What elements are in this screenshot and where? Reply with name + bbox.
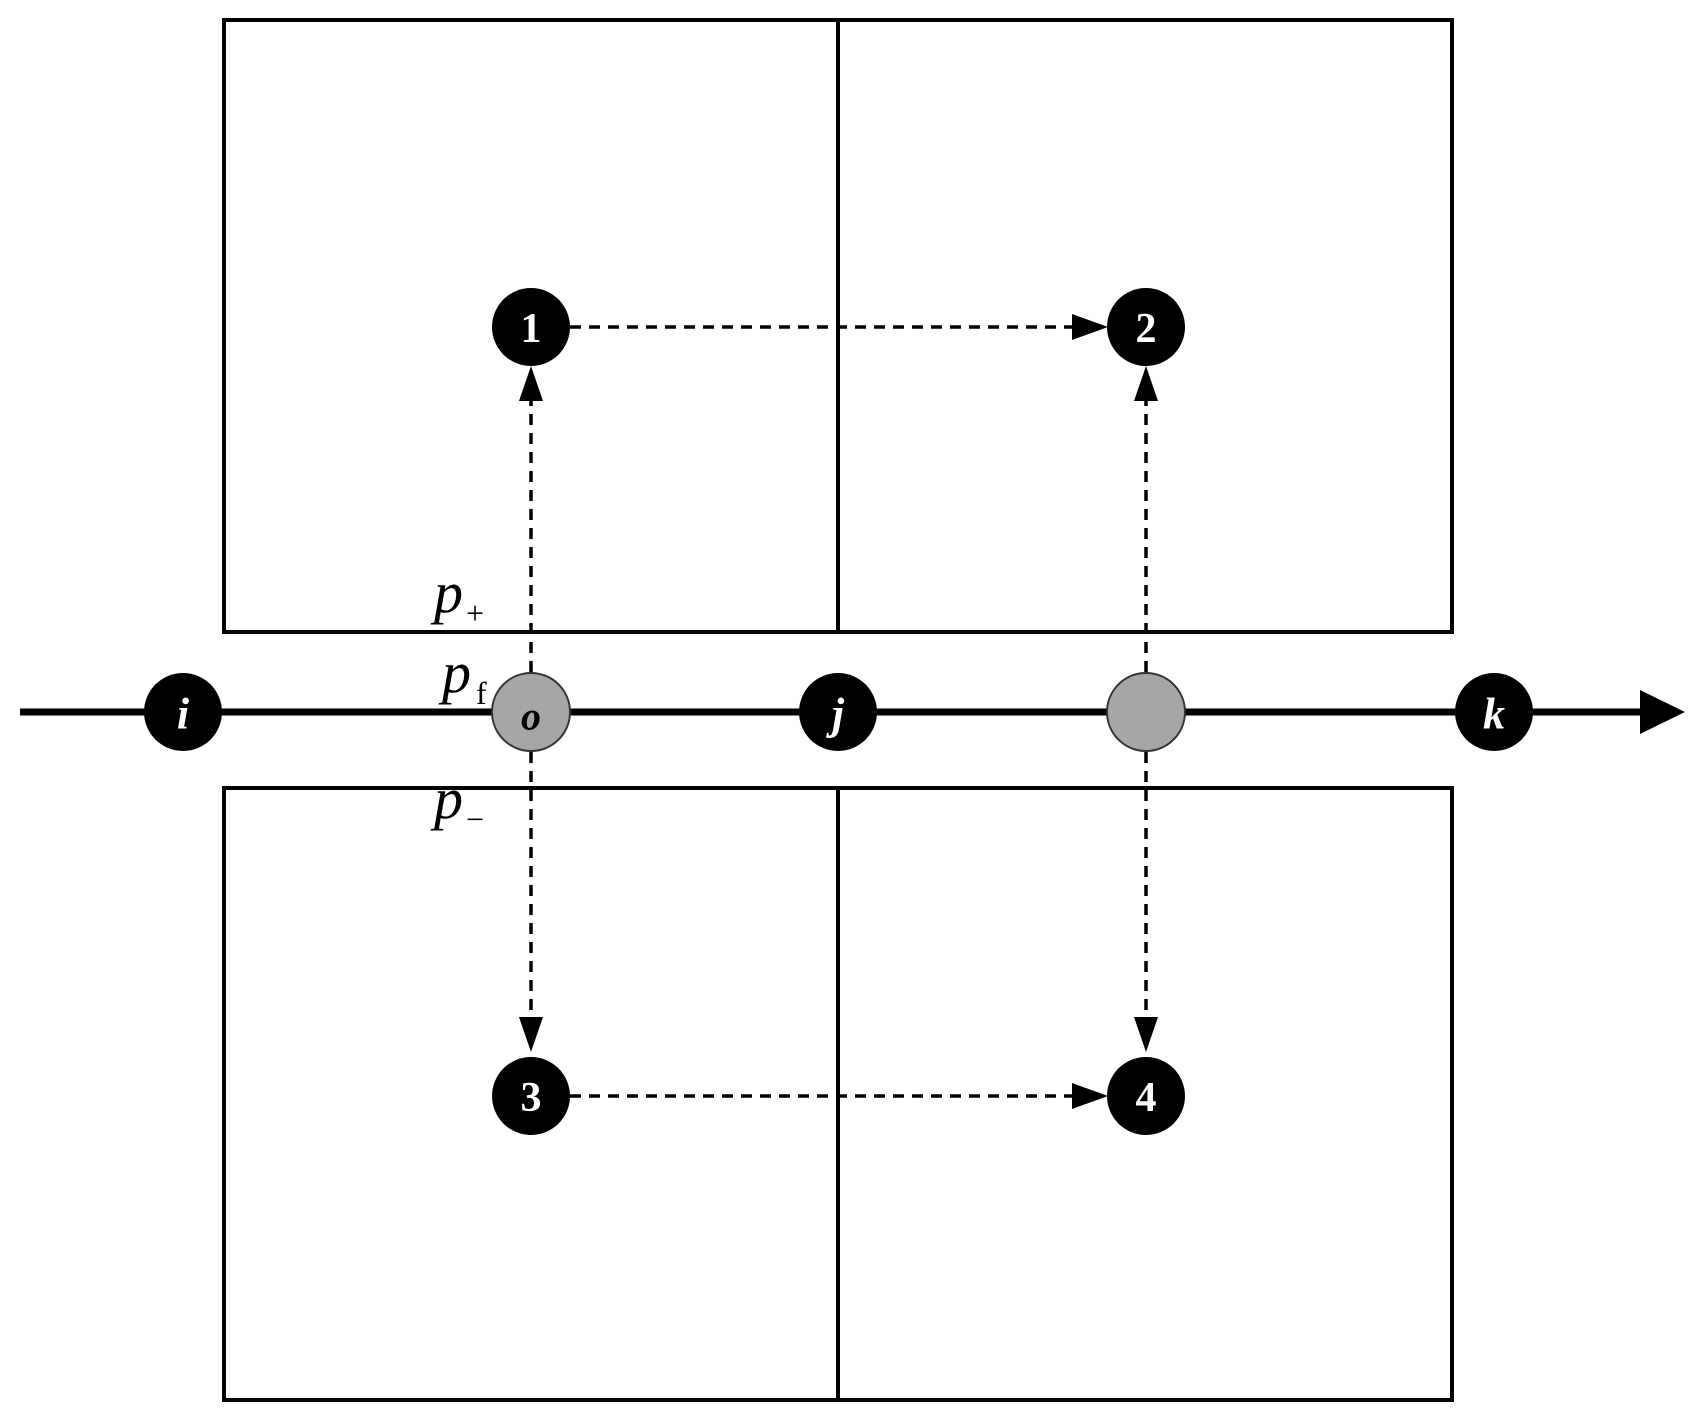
p-plus-label: p + bbox=[430, 560, 484, 631]
p-minus-label: p − bbox=[430, 766, 484, 837]
node-k: k bbox=[1455, 673, 1533, 751]
node-1-label: 1 bbox=[521, 306, 542, 352]
node-2: 2 bbox=[1107, 288, 1185, 366]
p-plus-base: p bbox=[430, 560, 463, 625]
node-interface-right bbox=[1106, 672, 1186, 752]
node-o-label: o bbox=[521, 694, 541, 739]
node-k-label: k bbox=[1483, 690, 1505, 739]
matrix-nodes: 1 2 3 4 bbox=[492, 288, 1185, 1135]
node-3-label: 3 bbox=[521, 1075, 542, 1121]
p-plus-sub: + bbox=[466, 595, 484, 631]
flow-3-to-4-arrowhead bbox=[1072, 1083, 1108, 1109]
node-o: o bbox=[491, 672, 571, 752]
p-minus-base: p bbox=[430, 766, 463, 831]
p-f-sub: f bbox=[476, 675, 487, 711]
pressure-labels: p + p f p − bbox=[430, 560, 487, 837]
flow-right-to-4-arrowhead bbox=[1134, 1017, 1158, 1052]
node-j: j bbox=[799, 673, 877, 751]
node-1: 1 bbox=[492, 288, 570, 366]
p-f-label: p f bbox=[438, 640, 487, 711]
flow-connections bbox=[519, 314, 1158, 1109]
flow-right-to-2-arrowhead bbox=[1134, 366, 1158, 401]
lower-grid-block bbox=[222, 786, 1454, 1402]
node-2-label: 2 bbox=[1136, 306, 1157, 352]
fracture-nodes: i o j k bbox=[144, 672, 1533, 752]
flow-1-to-2-arrowhead bbox=[1072, 314, 1108, 340]
p-minus-sub: − bbox=[466, 801, 484, 837]
node-4-label: 4 bbox=[1136, 1075, 1157, 1121]
node-4: 4 bbox=[1107, 1057, 1185, 1135]
node-i: i bbox=[144, 673, 222, 751]
fracture-axis-arrowhead bbox=[1640, 690, 1685, 734]
flow-o-to-1-arrowhead bbox=[519, 366, 543, 401]
lower-right-cell bbox=[836, 786, 1454, 1402]
node-3: 3 bbox=[492, 1057, 570, 1135]
p-f-base: p bbox=[438, 640, 471, 705]
flow-o-to-3-arrowhead bbox=[519, 1017, 543, 1052]
node-i-label: i bbox=[177, 690, 190, 739]
